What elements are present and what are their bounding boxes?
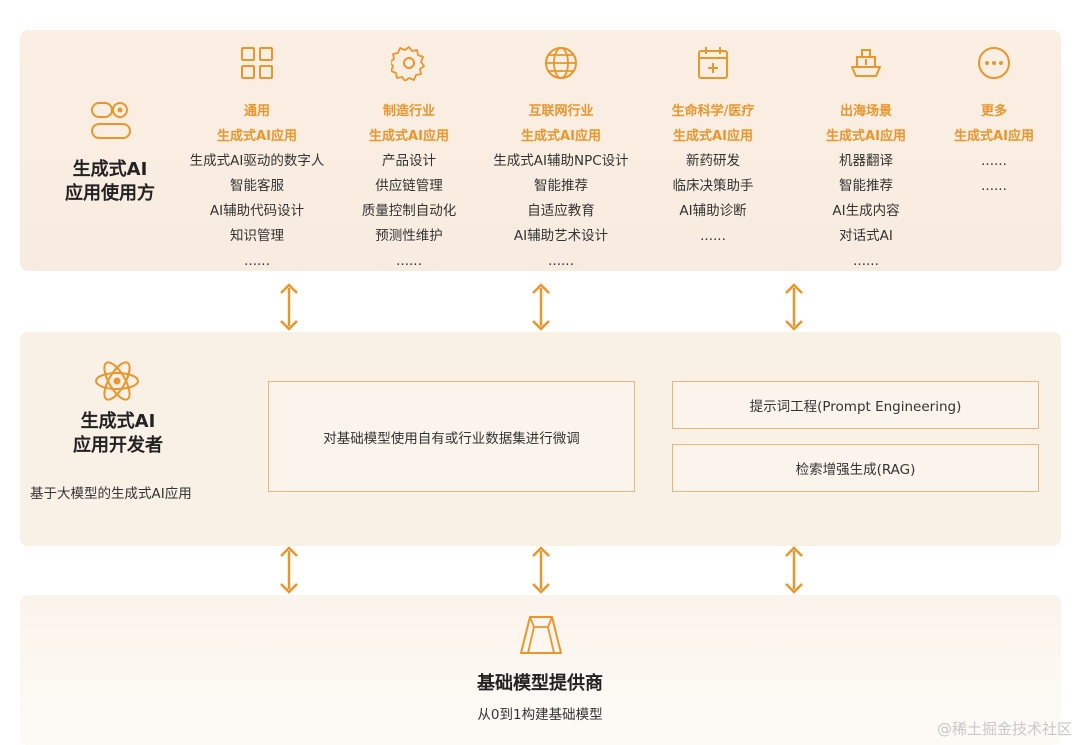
list-item: ...... — [548, 253, 574, 269]
column-subtitle: 生成式AI应用 — [954, 129, 1034, 144]
app-user-title: 生成式AI 应用使用方 — [65, 159, 155, 204]
double-arrow-icon — [532, 546, 550, 594]
list-item: 预测性维护 — [375, 228, 443, 244]
prompt-engineering-box: 提示词工程(Prompt Engineering) — [672, 381, 1039, 429]
list-item: AI生成内容 — [832, 203, 900, 219]
column-subtitle: 生成式AI应用 — [521, 129, 601, 144]
list-item: 智能推荐 — [534, 178, 588, 194]
list-item: AI辅助代码设计 — [209, 203, 305, 219]
user-app-icon — [91, 102, 131, 139]
double-arrow-icon — [785, 546, 803, 594]
list-item: ...... — [981, 153, 1007, 169]
list-item: 产品设计 — [382, 153, 436, 169]
ship-icon — [851, 49, 881, 77]
list-item: 新药研发 — [686, 153, 740, 169]
list-item: 生成式AI驱动的数字人 — [189, 153, 325, 169]
list-item: ...... — [853, 253, 879, 269]
medical-calendar-icon — [698, 47, 728, 79]
column-subtitle: 生成式AI应用 — [369, 129, 449, 144]
list-item: 供应链管理 — [375, 178, 443, 194]
list-item: AI辅助诊断 — [679, 203, 747, 219]
list-item: 知识管理 — [230, 228, 284, 244]
column-category: 通用 — [243, 104, 270, 119]
column-subtitle: 生成式AI应用 — [673, 129, 753, 144]
column-category: 出海场景 — [839, 104, 892, 119]
app-developer-title: 生成式AI 应用开发者 — [73, 411, 163, 456]
gear-icon — [391, 46, 425, 81]
globe-icon — [545, 47, 577, 79]
atom-icon — [95, 361, 139, 401]
model-provider-panel — [20, 595, 1061, 745]
grid-icon — [241, 47, 273, 79]
column-subtitle: 生成式AI应用 — [217, 129, 297, 144]
double-arrow-icon — [280, 283, 298, 331]
list-item: ...... — [396, 253, 422, 269]
list-item: 自适应教育 — [527, 203, 595, 219]
double-arrow-icon — [785, 283, 803, 331]
column-category: 生命科学/医疗 — [671, 104, 755, 119]
list-item: ...... — [700, 228, 726, 244]
list-item: ...... — [244, 253, 270, 269]
column-overseas: 出海场景 生成式AI应用 机器翻译 智能推荐 AI生成内容 对话式AI ....… — [781, 45, 951, 274]
prism-icon — [520, 616, 562, 654]
column-life-science: 生命科学/医疗 生成式AI应用 新药研发 临床决策助手 AI辅助诊断 .....… — [628, 45, 798, 249]
list-item: 质量控制自动化 — [361, 203, 457, 219]
double-arrow-icon — [532, 283, 550, 331]
list-item: ...... — [981, 178, 1007, 194]
more-icon — [978, 47, 1010, 79]
list-item: 生成式AI辅助NPC设计 — [493, 153, 629, 169]
column-category: 互联网行业 — [528, 104, 594, 119]
column-general: 通用 生成式AI应用 生成式AI驱动的数字人 智能客服 AI辅助代码设计 知识管… — [172, 45, 342, 274]
app-developer-subtitle: 基于大模型的生成式AI应用 — [30, 486, 192, 502]
column-internet: 互联网行业 生成式AI应用 生成式AI辅助NPC设计 智能推荐 自适应教育 AI… — [476, 45, 646, 274]
double-arrow-icon — [280, 546, 298, 594]
model-provider-title: 基础模型提供商 — [477, 673, 603, 694]
list-item: 智能客服 — [230, 178, 284, 194]
column-subtitle: 生成式AI应用 — [826, 129, 906, 144]
list-item: 机器翻译 — [839, 153, 893, 169]
column-more: 更多 生成式AI应用 ...... ...... — [909, 45, 1079, 199]
list-item: AI辅助艺术设计 — [513, 228, 609, 244]
column-category: 更多 — [980, 104, 1007, 119]
rag-box: 检索增强生成(RAG) — [672, 444, 1039, 492]
column-manufacturing: 制造行业 生成式AI应用 产品设计 供应链管理 质量控制自动化 预测性维护 ..… — [324, 45, 494, 274]
list-item: 临床决策助手 — [672, 178, 754, 194]
list-item: 对话式AI — [839, 228, 893, 244]
column-category: 制造行业 — [382, 104, 435, 119]
watermark: @稀土掘金技术社区 — [936, 720, 1072, 738]
model-provider-subtitle: 从0到1构建基础模型 — [477, 707, 603, 723]
app-user-panel — [20, 30, 1061, 271]
list-item: 智能推荐 — [839, 178, 893, 194]
finetune-box: 对基础模型使用自有或行业数据集进行微调 — [268, 381, 635, 492]
